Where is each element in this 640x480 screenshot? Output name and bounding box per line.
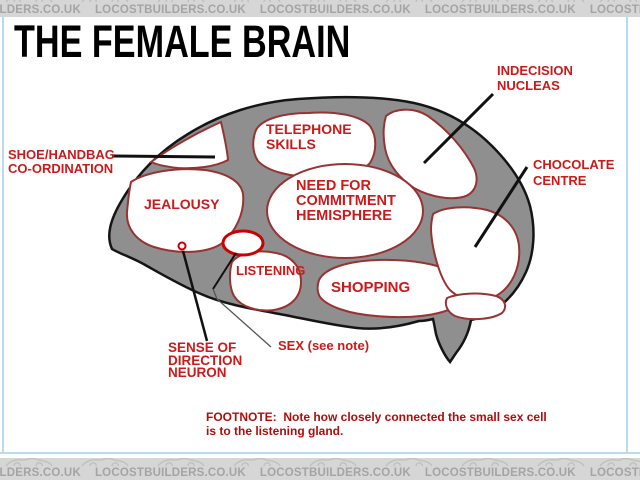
label-indecision-nucleas: INDECISION NUCLEAS	[497, 63, 573, 93]
label-line: CHOCOLATE	[533, 157, 615, 172]
watermark-text: LOCOSTBUILDERS.CO.UK	[424, 467, 576, 479]
watermark-text: LOCOSTBUILDERS.CO.UK	[259, 4, 411, 16]
label-sex-note: SEX (see note)	[278, 338, 370, 353]
watermark-banner-top: LOCOSTBUILDERS.CO.UK LOCOSTBUILDERS.CO.U…	[0, 0, 640, 17]
pointer-line-indecision	[422, 92, 495, 165]
sex-cell	[221, 229, 265, 257]
pointer-line-sex-1	[212, 252, 237, 290]
region-telephone-skills	[252, 111, 377, 179]
label-line: SENSE OF	[168, 340, 237, 355]
label-chocolate-centre: CHOCOLATE CENTRE	[533, 157, 614, 189]
watermark-text: LOCOSTBUILDERS.CO.UK	[424, 4, 576, 16]
region-label-listening: LISTENING	[236, 263, 306, 278]
label-sense-of-direction: SENSE OF DIRECTION NEURON	[168, 340, 243, 380]
footnote-line: FOOTNOTE: Note how closely connected the…	[206, 410, 547, 424]
label-shoe-handbag: SHOE/HANDBAG CO-ORDINATION	[8, 148, 115, 175]
watermark-text: LOCOSTBUILDERS.CO.UK	[94, 4, 246, 16]
label-line: CO-ORDINATION	[8, 160, 114, 176]
pointer-line-sex-2	[212, 288, 272, 348]
watermark-text: LOCOSTBUILDERS.CO.UK	[589, 467, 640, 479]
label-line: SHOE/HANDBAG	[8, 147, 115, 162]
region-label-commitment: NEED FOR COMMITMENT HEMISPHERE	[296, 179, 396, 224]
region-jealousy	[125, 168, 245, 253]
region-indecision-nucleas	[382, 108, 478, 200]
label-line: NUCLEAS	[497, 78, 560, 93]
watermark-text: LOCOSTBUILDERS.CO.UK	[0, 467, 81, 479]
region-label-shopping: SHOPPING	[331, 279, 411, 296]
watermark-banner-bottom: LOCOSTBUILDERS.CO.UK LOCOSTBUILDERS.CO.U…	[0, 458, 640, 480]
label-line: CENTRE	[533, 173, 587, 188]
region-label-telephone-skills: TELEPHONE SKILLS	[266, 122, 352, 152]
label-line: SKILLS	[266, 136, 316, 152]
frame-line-left	[2, 16, 4, 453]
label-line: TELEPHONE	[266, 121, 352, 137]
frame-line-right	[626, 16, 628, 453]
frame-line-bottom	[0, 452, 640, 454]
label-line: NEURON	[168, 365, 227, 380]
region-label-jealousy: JEALOUSY	[144, 196, 220, 212]
direction-neuron-dot	[177, 241, 187, 251]
label-line: HEMISPHERE	[296, 208, 392, 224]
watermark-text-row: LOCOSTBUILDERS.CO.UK LOCOSTBUILDERS.CO.U…	[0, 467, 640, 479]
region-bottom-right-patch	[444, 292, 507, 321]
watermark-text: LOCOSTBUILDERS.CO.UK	[0, 4, 81, 16]
footnote: FOOTNOTE: Note how closely connected the…	[206, 410, 547, 438]
watermark-text: LOCOSTBUILDERS.CO.UK	[259, 467, 411, 479]
pointer-line-neuron	[181, 250, 209, 342]
watermark-text-row: LOCOSTBUILDERS.CO.UK LOCOSTBUILDERS.CO.U…	[0, 4, 640, 16]
label-line: DIRECTION	[168, 352, 243, 368]
pointer-line-shoe	[111, 154, 216, 159]
pointer-line-chocolate	[473, 166, 529, 248]
label-line: COMMITMENT	[296, 193, 396, 209]
region-commitment-hemisphere	[266, 163, 424, 259]
label-line: NEED FOR	[296, 178, 371, 194]
watermark-text: LOCOSTBUILDERS.CO.UK	[94, 467, 246, 479]
watermark-text: LOCOSTBUILDERS.CO.UK	[589, 4, 640, 16]
region-listening	[228, 250, 303, 312]
page-title: THE FEMALE BRAIN	[14, 16, 351, 67]
footnote-line: is to the listening gland.	[206, 424, 344, 438]
label-line: INDECISION	[497, 63, 573, 78]
region-shoe-handbag	[148, 120, 230, 170]
